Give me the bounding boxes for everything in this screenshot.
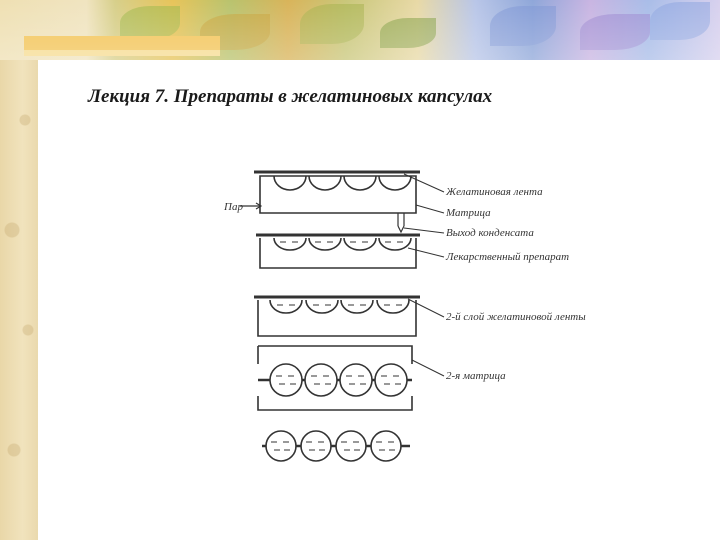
label-drug: Лекарственный препарат <box>445 251 569 263</box>
second-layer-die <box>254 297 420 336</box>
matrix-top-die <box>240 172 420 232</box>
finished-capsules <box>262 431 410 461</box>
matrix-bottom-die <box>256 235 420 268</box>
second-matrix-die <box>258 346 412 410</box>
label-matrix: Матрица <box>445 207 491 219</box>
label-gelatin-tape: Желатиновая лента <box>445 186 543 198</box>
label-second-matrix: 2-я матрица <box>446 370 506 382</box>
label-steam: Пар <box>223 201 243 213</box>
label-condensate-outlet: Выход конденсата <box>446 227 534 239</box>
label-second-gelatin-layer: 2-й слой желатиновой ленты <box>446 311 586 323</box>
